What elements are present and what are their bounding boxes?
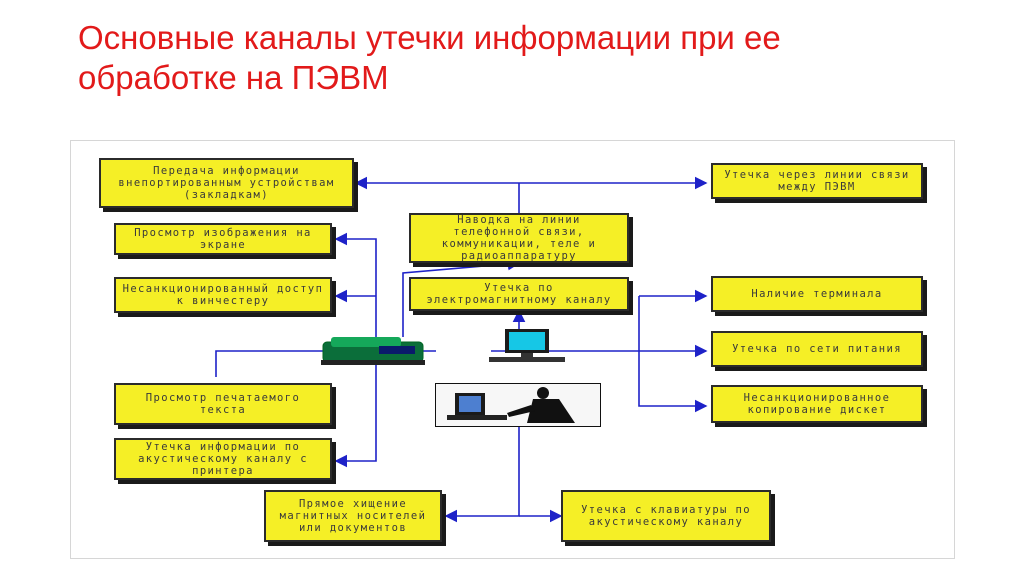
leakage-channels-diagram: Передача информации внепортированным уст… bbox=[70, 140, 955, 559]
box-acoustic-printer: Утечка информации по акустическому канал… bbox=[114, 438, 332, 480]
box-view-screen: Просмотр изображения на экране bbox=[114, 223, 332, 255]
box-unauthorized-disk-access: Несанкционированный доступ к винчестеру bbox=[114, 277, 332, 313]
operator-at-computer-icon bbox=[435, 383, 601, 427]
box-induction-on-lines: Наводка на линии телефонной связи, комму… bbox=[409, 213, 629, 263]
box-direct-theft: Прямое хищение магнитных носителей или д… bbox=[264, 490, 442, 542]
box-unauthorized-diskette-copy: Несанкционированное копирование дискет bbox=[711, 385, 923, 423]
slide-title: Основные каналы утечки информации при ее… bbox=[78, 18, 978, 98]
box-pc-link-leak: Утечка через линии связи между ПЭВМ bbox=[711, 163, 923, 199]
box-view-printed-text: Просмотр печатаемого текста bbox=[114, 383, 332, 425]
connector-lines bbox=[215, 176, 708, 523]
box-electromagnetic-channel: Утечка по электромагнитному каналу bbox=[409, 277, 629, 311]
box-keyboard-acoustic: Утечка с клавиатуры по акустическому кан… bbox=[561, 490, 771, 542]
printer-icon bbox=[321, 337, 425, 365]
box-transfer-to-implants: Передача информации внепортированным уст… bbox=[99, 158, 354, 208]
box-terminal: Наличие терминала bbox=[711, 276, 923, 312]
box-power-network-leak: Утечка по сети питания bbox=[711, 331, 923, 367]
title-line-2: обработке на ПЭВМ bbox=[78, 59, 389, 96]
title-line-1: Основные каналы утечки информации при ее bbox=[78, 19, 781, 56]
computer-monitor-icon bbox=[489, 329, 565, 362]
